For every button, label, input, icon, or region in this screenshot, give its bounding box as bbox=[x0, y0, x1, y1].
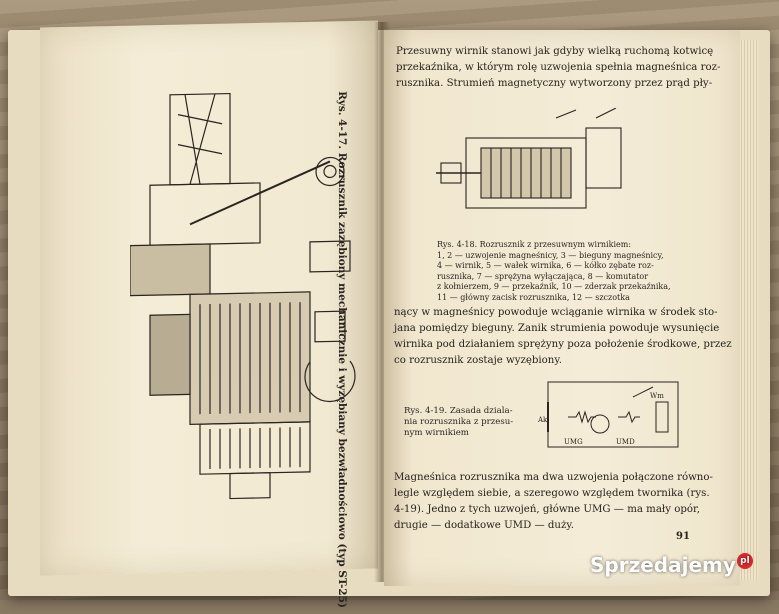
figure-4-17-caption-text: Rys. 4-17. Rozrusznik zazębiony mechanic… bbox=[336, 91, 348, 609]
paragraph-1-line: przekaźnika, w którym rolę uzwojenia spe… bbox=[396, 62, 721, 73]
fig18-caption-line: Rys. 4-18. Rozrusznik z przesuwnym wirni… bbox=[437, 240, 632, 249]
fig18-caption-line: z kołnierzem, 9 — przekaźnik, 10 — zderz… bbox=[437, 282, 671, 291]
paragraph-1-line: rusznika. Strumień magnetyczny wytworzon… bbox=[396, 78, 713, 89]
figure-4-18-drawing bbox=[436, 108, 622, 209]
watermark-text: Sprzedajemy bbox=[590, 553, 736, 577]
fig19-label-ak: Ak bbox=[538, 416, 548, 424]
fig19-label-umg: UMG bbox=[564, 438, 583, 446]
left-page: Rys. 4-17. Rozrusznik zazębiony mechanic… bbox=[40, 20, 378, 609]
figure-4-17-caption: Rys. 4-17. Rozrusznik zazębiony mechanic… bbox=[330, 91, 360, 609]
figure-4-19-caption: Rys. 4-19. Zasada dziala- nia rozrusznik… bbox=[404, 406, 513, 439]
paragraph-3-line: Magneśnica rozrusznika ma dwa uzwojenia … bbox=[394, 472, 713, 483]
fig18-caption-line: rusznika, 7 — sprężyna wyłączająca, 8 — … bbox=[437, 271, 649, 281]
paragraph-2: nący w magneśnicy powoduje wciąganie wir… bbox=[394, 305, 732, 369]
paragraph-1-line: Przesuwny wirnik stanowi jak gdyby wielk… bbox=[396, 46, 714, 57]
fig18-caption-line: 4 — wirnik, 5 — wałek wirnika, 6 — kółko… bbox=[437, 261, 654, 270]
page-number: 91 bbox=[676, 531, 690, 542]
paragraph-3: Magneśnica rozrusznika ma dwa uzwojenia … bbox=[394, 470, 713, 534]
watermark-badge: pl bbox=[736, 553, 753, 569]
paragraph-3-line: 4-19). Jedno z tych uzwojeń, główne UMG … bbox=[394, 504, 700, 515]
figure-4-18-caption: Rys. 4-18. Rozrusznik z przesuwnym wirni… bbox=[437, 240, 671, 303]
fig19-caption-line: nia rozrusznika z przesu- bbox=[404, 417, 514, 427]
figure-4-19-circuit-diagram: Ak UMG UMD Wm bbox=[538, 381, 679, 448]
paragraph-1: Przesuwny wirnik stanowi jak gdyby wielk… bbox=[396, 44, 721, 92]
fig18-caption-line: 11 — główny zacisk rozrusznika, 12 — szc… bbox=[437, 292, 630, 302]
starter-cross-section-drawing bbox=[130, 92, 356, 500]
paragraph-2-line: jana pomiędzy bieguny. Zanik strumienia … bbox=[394, 323, 720, 334]
right-page bbox=[384, 30, 740, 586]
paragraph-2-line: co rozrusznik zostaje wyzębiony. bbox=[394, 355, 563, 366]
paragraph-3-line: drugie — dodatkowe UMD — duży. bbox=[394, 520, 575, 531]
fig19-label-wm: Wm bbox=[650, 392, 664, 400]
paragraph-2-line: nący w magneśnicy powoduje wciąganie wir… bbox=[394, 307, 718, 318]
page-stack-edge bbox=[736, 40, 758, 580]
fig19-label-umd: UMD bbox=[616, 438, 635, 446]
paragraph-2-line: wirnika pod działaniem sprężyny poza poł… bbox=[394, 339, 732, 350]
fig19-caption-line: Rys. 4-19. Zasada dziala- bbox=[404, 406, 513, 416]
paragraph-3-line: legle względem siebie, a szeregowo wzglę… bbox=[394, 488, 710, 499]
fig19-caption-line: nym wirnikiem bbox=[404, 428, 469, 438]
fig18-caption-line: 1, 2 — uzwojenie magneśnicy, 3 — bieguny… bbox=[437, 250, 664, 260]
